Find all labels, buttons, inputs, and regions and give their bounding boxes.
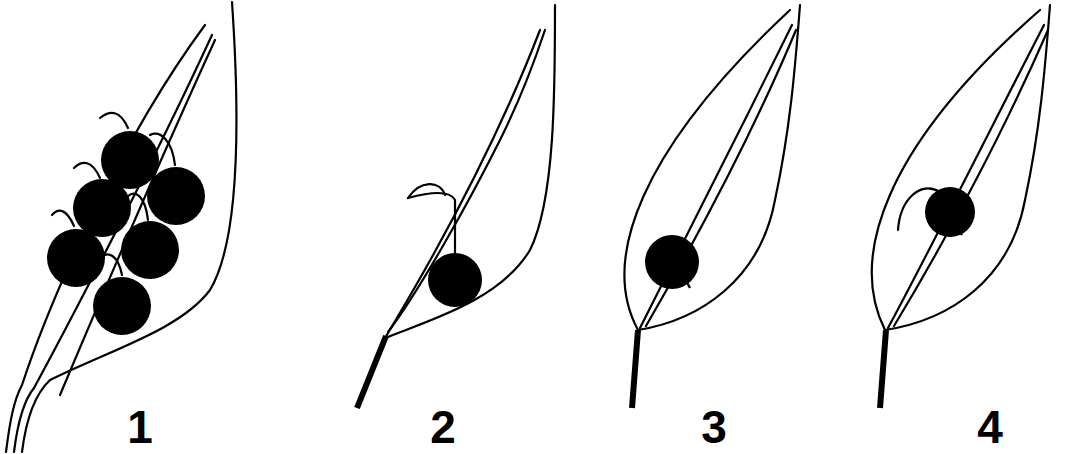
berry (121, 221, 179, 279)
bract-vein (940, 200, 962, 235)
bract-edge (385, 5, 555, 338)
berry (428, 253, 482, 307)
bract-edge (385, 30, 540, 338)
pedicel (128, 194, 148, 220)
bract-vein (888, 25, 1044, 328)
bract-vein (646, 30, 796, 326)
figure-number: 4 (977, 404, 1003, 450)
figure-number: 2 (430, 404, 456, 450)
bract-vein (894, 30, 1048, 326)
stalk (632, 330, 638, 408)
bract-edge (6, 25, 205, 452)
figure-number: 1 (127, 404, 153, 450)
pedicel (52, 211, 74, 226)
pedicel (408, 193, 455, 255)
bract-vein (388, 30, 545, 332)
berry (47, 229, 105, 287)
bract-vein (60, 40, 215, 395)
bract-edge (872, 10, 1040, 330)
bract-edge (638, 5, 800, 330)
berry (147, 167, 205, 225)
berry (645, 235, 699, 289)
stalk (357, 336, 386, 408)
berry (73, 179, 131, 237)
pedicel (100, 113, 128, 128)
pedicel (74, 163, 100, 178)
bract-edge (22, 2, 237, 452)
bract-vein (640, 25, 792, 328)
stalk (880, 330, 886, 408)
bract-edge (885, 5, 1050, 330)
bract-vein (14, 35, 212, 452)
bract-edge (625, 10, 790, 330)
figure-number: 3 (701, 404, 727, 450)
bract-vein (660, 240, 690, 288)
berry (925, 187, 975, 237)
berry (93, 277, 151, 335)
